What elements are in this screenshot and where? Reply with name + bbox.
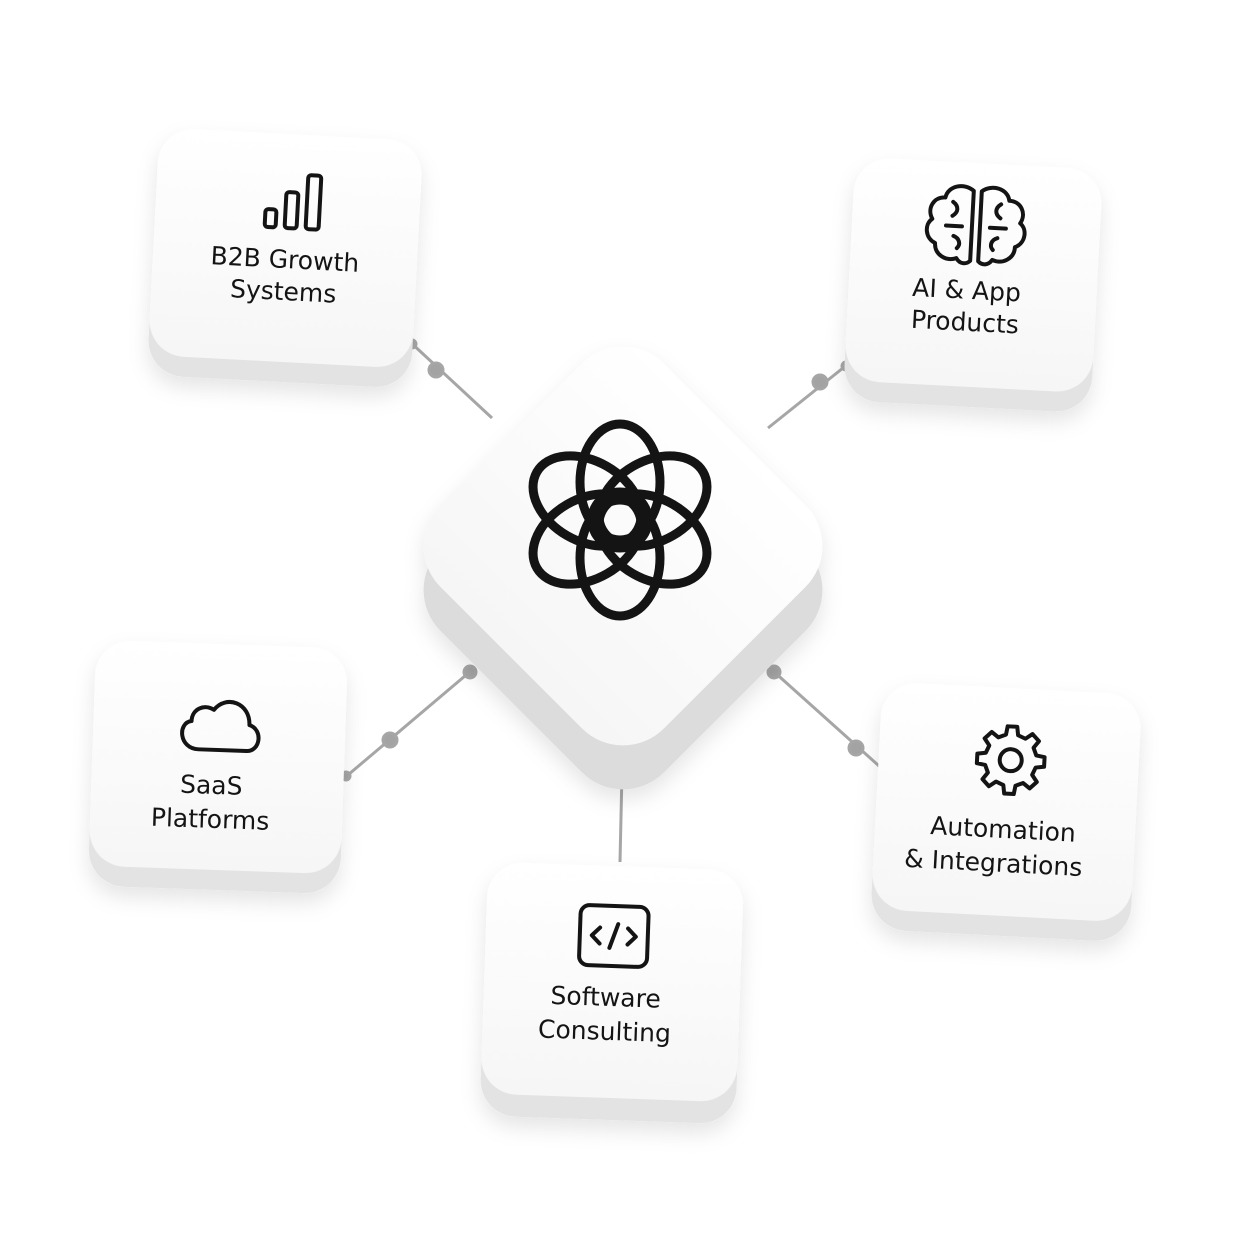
card-automation-integrations: Automation & Integrations [871, 683, 1141, 941]
card-saas-label-line-1: SaaS [180, 770, 243, 801]
connector-automation [766, 664, 892, 778]
card-b2b-label-line-2: Systems [229, 274, 337, 309]
card-ai-label-line-2: Products [910, 305, 1019, 340]
connector-ai [767, 360, 852, 430]
cloud-icon [180, 699, 261, 753]
brain-icon [924, 184, 1027, 267]
card-software-consulting: Software Consulting [480, 862, 743, 1124]
interlaced-rosette-logo-icon [528, 419, 712, 621]
card-saas-platforms: SaaS Platforms [88, 640, 347, 894]
rosette-loop [528, 451, 646, 551]
connector-b2b [406, 338, 494, 420]
card-saas-label-line-2: Platforms [150, 803, 269, 836]
card-ai-label-line-1: AI & App [912, 273, 1022, 308]
card-software-label-line-2: Consulting [538, 1014, 672, 1048]
card-ai-app-products: AI & App Products [844, 158, 1102, 412]
connector-saas [340, 664, 478, 782]
card-software-label-line-1: Software [550, 981, 661, 1014]
rosette-core [587, 487, 653, 553]
bar-chart-icon [262, 173, 324, 232]
code-window-icon [577, 903, 651, 969]
gear-icon [974, 724, 1047, 797]
card-b2b-growth-systems: B2B Growth Systems [148, 129, 422, 387]
